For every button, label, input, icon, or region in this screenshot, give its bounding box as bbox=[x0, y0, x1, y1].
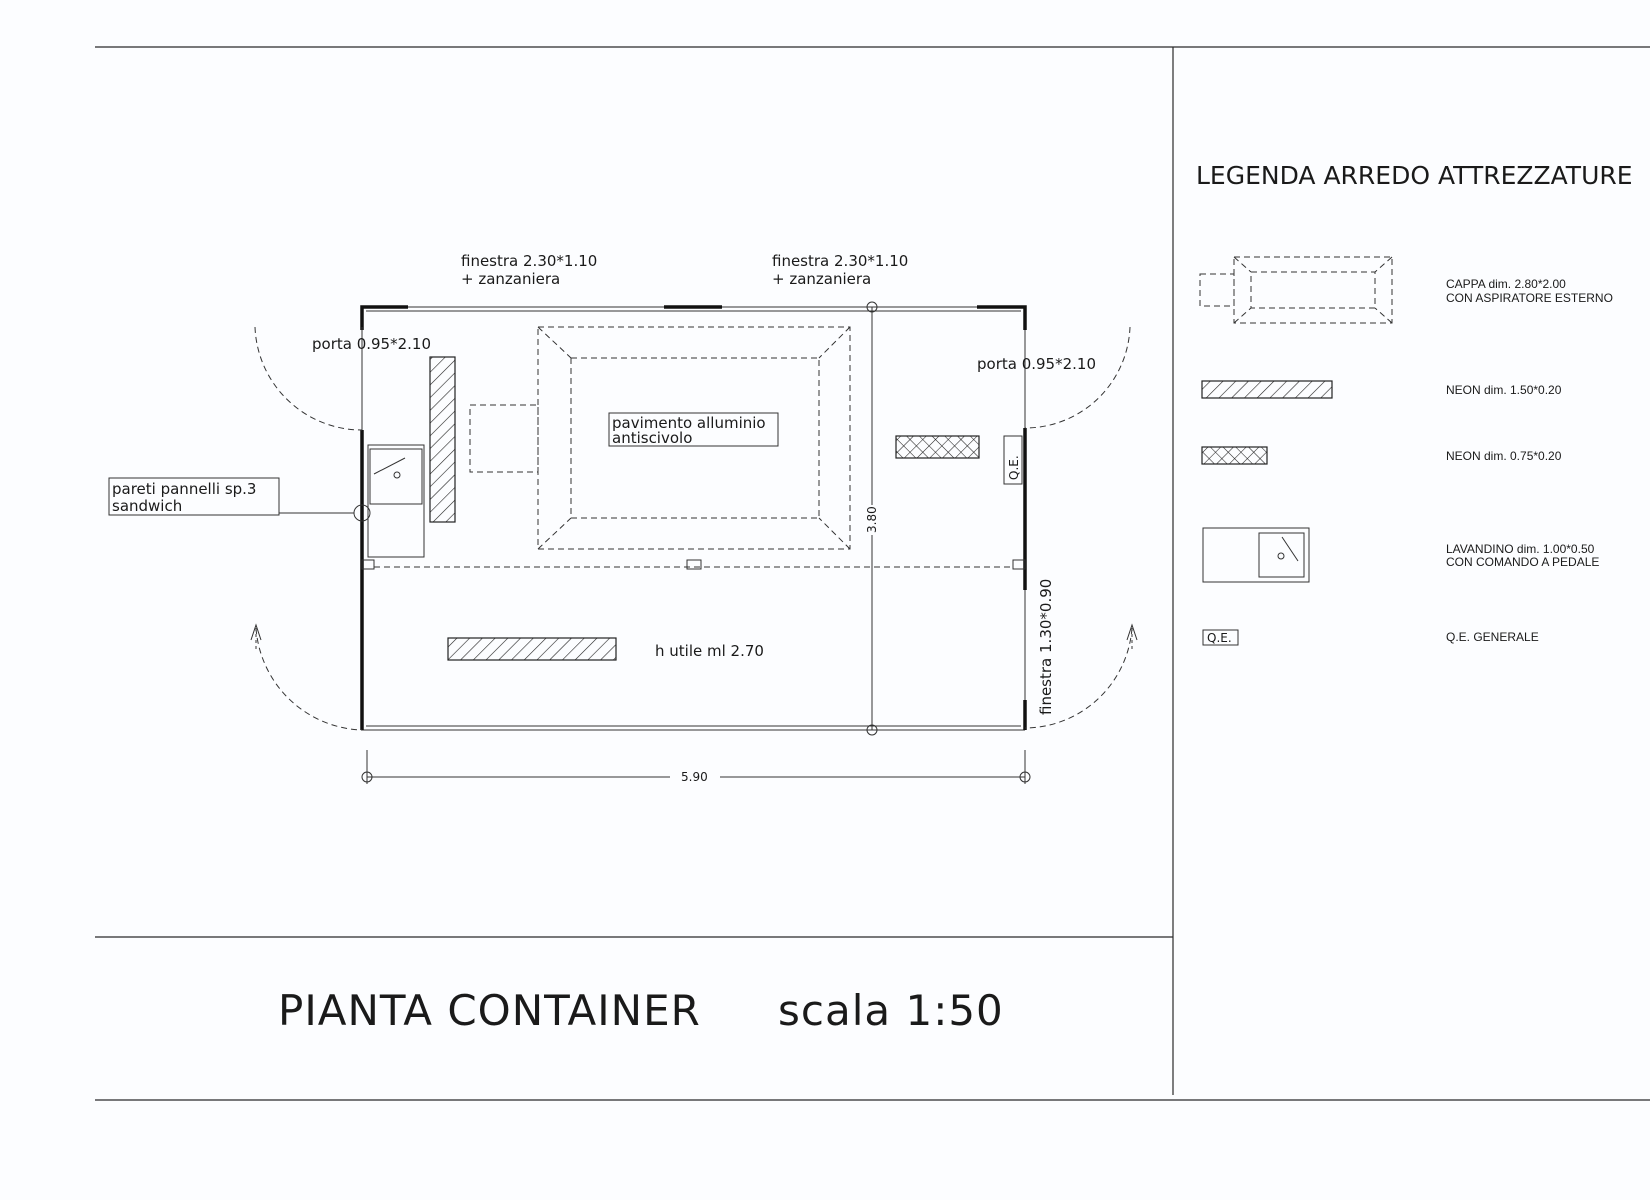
neon-long-vertical bbox=[429, 356, 456, 523]
neon-short-plan bbox=[895, 435, 980, 459]
legend-item-4-line2: CON COMANDO A PEDALE bbox=[1446, 555, 1599, 569]
legend-title: LEGENDA ARREDO ATTREZZATURE bbox=[1196, 161, 1633, 190]
height-note: h utile ml 2.70 bbox=[655, 642, 764, 660]
drawing-title: PIANTA CONTAINER bbox=[278, 986, 701, 1035]
window-top-right-label: finestra 2.30*1.10 bbox=[772, 252, 908, 270]
window-top-right-note: + zanzaniera bbox=[772, 270, 871, 288]
window-top-left-label: finestra 2.30*1.10 bbox=[461, 252, 597, 270]
legend-item-3-line1: NEON dim. 0.75*0.20 bbox=[1446, 449, 1562, 463]
qe-plan-tag: Q.E. bbox=[1003, 435, 1023, 485]
side-window-label: finestra 1.30*0.90 bbox=[1037, 579, 1055, 715]
hood-icon bbox=[1199, 256, 1393, 324]
neon-long-icon bbox=[1201, 380, 1333, 399]
floor-note-line1: pavimento alluminio bbox=[612, 414, 766, 432]
window-top-left-note: + zanzaniera bbox=[461, 270, 560, 288]
door-left-swing bbox=[254, 326, 363, 431]
legend: LEGENDA ARREDO ATTREZZATURE CAPPA dim. 2… bbox=[1196, 161, 1633, 646]
container-walls bbox=[360, 305, 1027, 731]
drawing-scale: scala 1:50 bbox=[778, 986, 1004, 1035]
neon-short-icon bbox=[1201, 446, 1268, 465]
floor-note-line2: antiscivolo bbox=[612, 429, 692, 447]
legend-item-2-line1: NEON dim. 1.50*0.20 bbox=[1446, 383, 1562, 397]
walls-note-line1: pareti pannelli sp.3 bbox=[112, 480, 256, 498]
width-dimension: 5.90 bbox=[361, 750, 1031, 784]
depth-dimension-text: 3.80 bbox=[865, 506, 879, 533]
door-lower-right-swing bbox=[1024, 623, 1138, 729]
door-lower-left-swing bbox=[250, 623, 363, 731]
door-right-label: porta 0.95*2.10 bbox=[977, 355, 1096, 373]
qe-plan-text: Q.E. bbox=[1007, 455, 1021, 480]
depth-dimension: 3.80 bbox=[862, 301, 882, 736]
legend-item-1-line1: CAPPA dim. 2.80*2.00 bbox=[1446, 277, 1566, 291]
walls-note: pareti pannelli sp.3 sandwich bbox=[108, 477, 371, 522]
door-left-label: porta 0.95*2.10 bbox=[312, 335, 431, 353]
legend-item-5-line1: Q.E. GENERALE bbox=[1446, 630, 1539, 644]
floor-note: pavimento alluminio antiscivolo bbox=[608, 412, 779, 447]
legend-item-1-line2: CON ASPIRATORE ESTERNO bbox=[1446, 291, 1613, 305]
door-right-swing bbox=[1024, 326, 1131, 429]
walls-note-line2: sandwich bbox=[112, 497, 182, 515]
qe-icon-text: Q.E. bbox=[1207, 631, 1232, 645]
qe-icon: Q.E. bbox=[1202, 629, 1239, 646]
sheet-frame bbox=[95, 46, 1650, 1101]
width-dimension-text: 5.90 bbox=[681, 770, 708, 784]
hood-plan bbox=[469, 326, 851, 550]
sink-plan bbox=[367, 444, 425, 558]
legend-item-4-line1: LAVANDINO dim. 1.00*0.50 bbox=[1446, 542, 1595, 556]
sink-icon bbox=[1202, 527, 1310, 583]
neon-long-horizontal bbox=[447, 637, 617, 661]
